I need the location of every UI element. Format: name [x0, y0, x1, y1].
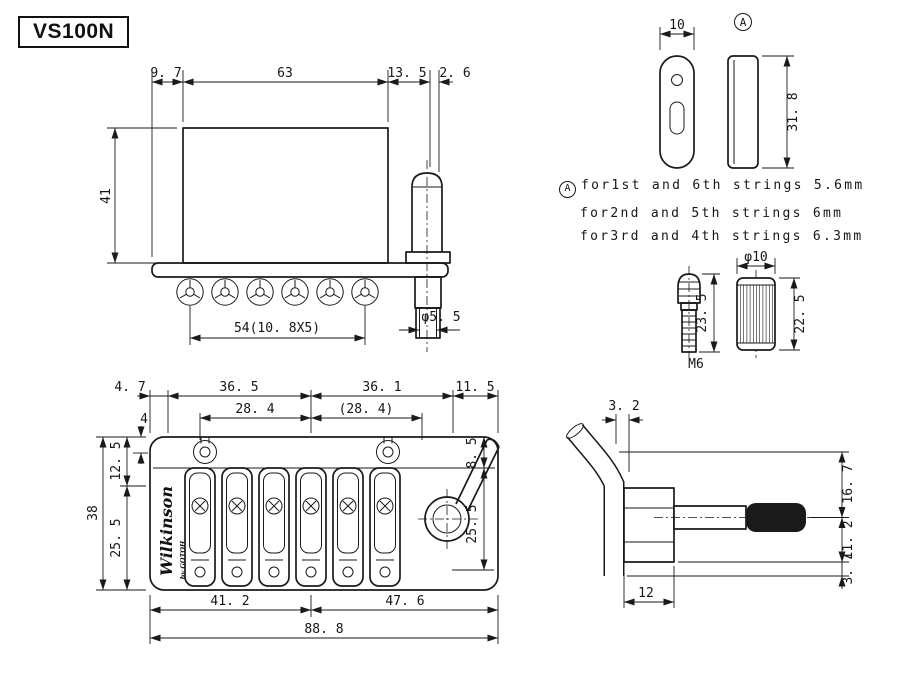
dim-28-4-ref: (28. 4)	[339, 402, 394, 417]
dim-12: 12	[638, 586, 654, 601]
dim-2-6: 2. 6	[439, 66, 470, 81]
dim-41: 41	[99, 188, 114, 204]
top-view: Wilkinson by GOTOH	[86, 380, 500, 644]
dim-11-5: 11. 5	[455, 380, 494, 395]
top-view-dimensions: 4. 7 36. 5 36. 1 11. 5 28. 4 (28. 4) 4 1…	[86, 380, 499, 644]
dim-25-5-right: 25. 5	[465, 504, 480, 543]
knob-view: φ10 22. 5	[736, 250, 808, 358]
pivot-stud-holes	[193, 437, 400, 464]
gotoh-logo: by GOTOH	[179, 540, 187, 579]
arm-tip-view: 23. 5 M6	[677, 266, 720, 372]
dim-8-5: 8. 5	[465, 437, 480, 468]
dim-11-2: 11. 2	[841, 520, 856, 559]
note-line-1-text: for1st and 6th strings 5.6mm	[581, 178, 865, 193]
dim-3-2: 3. 2	[608, 399, 639, 414]
marker-a-label: A	[740, 16, 747, 29]
front-view-dimensions: 9. 7 63 13. 5 2. 6 41 54(10. 8X5) φ5. 5	[99, 66, 471, 345]
dim-36-5: 36. 5	[219, 380, 258, 395]
saddle-dimensions: 10 A 31. 8	[659, 13, 801, 169]
dim-16-7: 16. 7	[841, 464, 856, 503]
dim-88-8: 88. 8	[304, 622, 343, 637]
dim-36-1: 36. 1	[362, 380, 401, 395]
saddles	[184, 467, 401, 587]
circled-a-icon	[734, 13, 752, 31]
note-line-2-text: for2nd and 5th strings 6mm	[580, 206, 844, 221]
dim-4: 4	[140, 412, 148, 427]
circled-a-icon: A	[559, 181, 576, 198]
wilkinson-logo: Wilkinson	[157, 486, 176, 576]
arm-tip-dimensions: 23. 5 M6	[688, 273, 720, 372]
part-number-title: VS100N	[18, 16, 130, 48]
arm-side-dimensions: 3. 2 16. 7 11. 2 3. 7 12	[602, 399, 856, 608]
arm-side-view: 3. 2 16. 7 11. 2 3. 7 12	[566, 399, 856, 608]
dim-63: 63	[277, 66, 293, 81]
note-line-3: for3rd and 4th strings 6.3mm	[559, 229, 865, 244]
dim-phi-10: φ10	[744, 250, 767, 265]
dim-31-8: 31. 8	[786, 92, 801, 131]
dim-25-5-left: 25. 5	[109, 518, 124, 557]
note-line-2: for2nd and 5th strings 6mm	[559, 206, 865, 221]
knurling	[740, 285, 773, 343]
saddle-views: 10 A 31. 8	[659, 13, 801, 169]
dim-23-5: 23. 5	[695, 293, 710, 332]
note-line-3-text: for3rd and 4th strings 6.3mm	[580, 229, 864, 244]
dim-12-5: 12. 5	[109, 441, 124, 480]
dim-9-7: 9. 7	[150, 66, 181, 81]
dim-4-7: 4. 7	[114, 380, 145, 395]
thread-m6: M6	[688, 357, 704, 372]
dim-3-7: 3. 7	[841, 553, 856, 584]
front-view: 9. 7 63 13. 5 2. 6 41 54(10. 8X5) φ5. 5	[99, 66, 471, 352]
string-lock-screws	[176, 278, 379, 306]
dim-22-5: 22. 5	[793, 294, 808, 333]
dim-phi-5-5: φ5. 5	[421, 310, 460, 325]
dim-13-5: 13. 5	[387, 66, 426, 81]
dim-10: 10	[669, 18, 685, 33]
arm-socket	[418, 438, 500, 549]
knob-dimensions: φ10 22. 5	[736, 250, 808, 351]
dim-47-6: 47. 6	[385, 594, 424, 609]
dim-54: 54(10. 8X5)	[234, 321, 320, 336]
dim-41-2: 41. 2	[210, 594, 249, 609]
dim-28-4: 28. 4	[235, 402, 274, 417]
dim-38: 38	[86, 505, 101, 521]
